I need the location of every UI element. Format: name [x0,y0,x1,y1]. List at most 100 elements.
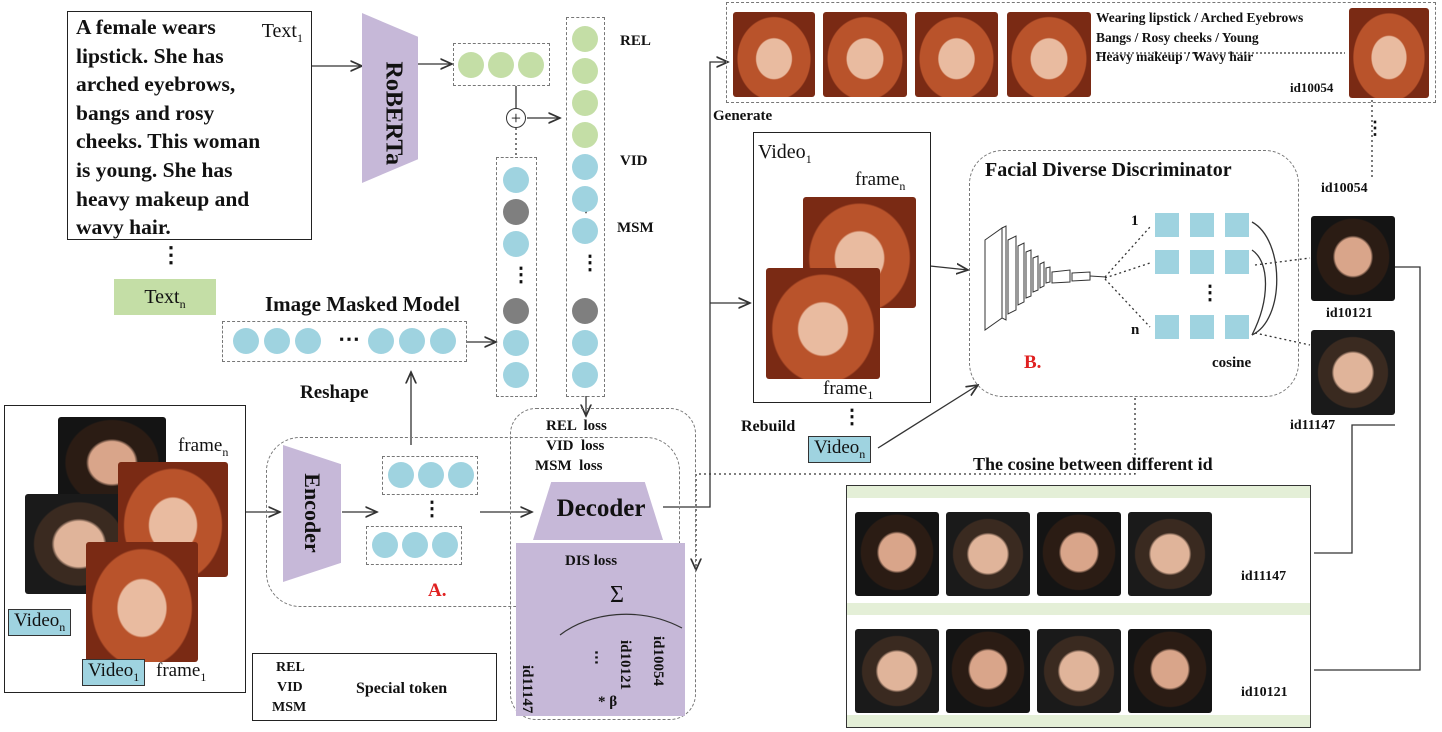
image-masked-model-box [222,321,467,362]
id11147-face [946,512,1030,596]
attr-line-2: Bangs / Rosy cheeks / Young [1096,30,1259,45]
roberta-block [362,13,418,183]
image-token [295,328,321,354]
rebuild-label: Rebuild [741,418,796,435]
blue-token [572,330,598,356]
disc-row-1: 1 [1131,213,1139,229]
dis-id-3: id10054 [650,636,666,687]
generated-face [733,12,815,97]
encoder-token [388,462,414,488]
text-embedding-box [453,43,550,86]
right-dots: ⋮ [1366,118,1384,138]
text-description: A female wears lipstick. She has arched … [76,15,261,240]
blue-token [572,186,598,212]
encoder-token [418,462,444,488]
legend-msm: MSM [272,700,307,715]
green-strip [847,715,1310,727]
encoder-token-top [382,456,478,495]
blue-token [503,231,529,257]
id10121-face [1128,629,1212,713]
text-description-box: A female wears lipstick. She has arched … [67,11,312,240]
green-token [572,26,598,52]
image-token [233,328,259,354]
green-token [572,90,598,116]
feature-cell [1225,250,1249,274]
sigma-symbol: Σ [610,582,624,608]
beta-label: * β [598,694,618,710]
identity-face-bot [1311,330,1395,415]
feature-cell [1155,213,1179,237]
dis-id-dots: ⋯ [588,650,604,665]
legend-label: Special token [356,680,448,697]
image-token [264,328,290,354]
legend-box [252,653,497,721]
text-token [458,52,484,78]
text-token [488,52,514,78]
id10121-face [946,629,1030,713]
reshape-label: Reshape [300,382,369,403]
attr-line-1: Wearing lipstick / Arched Eyebrows [1096,10,1304,25]
textn-label: Textn [114,279,216,315]
blue-token [572,362,598,388]
feature-cell [1155,250,1179,274]
id11147-face [1037,512,1121,596]
green-token [572,58,598,84]
right-id-mid: id10121 [1326,306,1373,321]
feature-cell [1225,315,1249,339]
decoder-region [510,408,696,720]
video1-frame-n-label: framen [855,169,906,193]
generated-face [915,12,998,97]
encoder-token [432,532,458,558]
feature-cell [1190,315,1214,339]
rel-token-label: REL [620,33,651,49]
blue-token [572,218,598,244]
encoder-token [372,532,398,558]
id10121-face [1037,629,1121,713]
image-token [430,328,456,354]
video-panel-ellipsis: ⋮ [842,406,862,428]
cosine-panel-title: The cosine between different id [973,454,1213,474]
feature-cell [1155,315,1179,339]
vid-token-label: VID [620,153,648,169]
blue-token [503,362,529,388]
attr-line-3: Heavy makeup / Wavy hair [1096,49,1254,64]
encoder-ellipsis: ⋮ [422,498,442,520]
encoder-token [448,462,474,488]
visual-token-column [496,157,537,397]
image-masked-model-title: Image Masked Model [265,292,460,316]
module-a-label: A. [428,580,447,601]
blue-token [503,167,529,193]
legend-rel: REL [276,660,305,675]
msm-loss-label: MSM loss [535,458,603,474]
feature-cell [1225,213,1249,237]
blue-token [503,330,529,356]
image-token [399,328,425,354]
green-token [572,122,598,148]
id11147-face [855,512,939,596]
text1-label: Text1 [261,20,303,45]
identity-face-mid [1311,216,1395,301]
cosine-row1-id: id11147 [1241,569,1287,584]
cosine-label: cosine [1212,355,1252,371]
discriminator-region [969,150,1299,397]
input-frame-1-label: frame1 [156,660,207,684]
joint-token-column [566,17,605,397]
right-id-top: id10054 [1321,181,1368,196]
input-video-1-label: Video1 [82,659,146,686]
green-strip [847,486,1310,498]
text-ellipsis: ⋮ [160,242,182,267]
column-ellipsis: ⋮ [580,252,600,274]
legend-vid: VID [277,680,303,695]
face-frame-1 [86,542,198,662]
dis-loss-title: DIS loss [565,553,618,569]
identity-face-top [1349,8,1429,98]
input-video-n-label: Videon [8,609,72,636]
cosine-row2-id: id10121 [1241,685,1288,700]
dis-loss-block [516,543,685,716]
dis-id-2: id10121 [617,640,633,691]
generated-id: id10054 [1290,80,1334,95]
id11147-face [1128,512,1212,596]
encoder-block [283,445,341,582]
feature-cell [1190,213,1214,237]
green-strip [847,603,1310,615]
